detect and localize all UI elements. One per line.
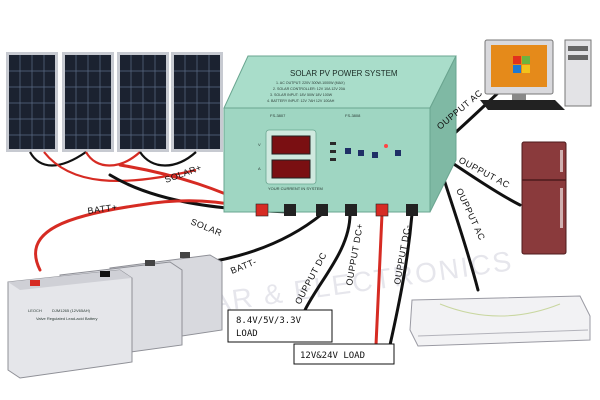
- wire-output-dc-plus: [374, 212, 384, 347]
- desktop-computer: [480, 39, 592, 110]
- battery-1: LEOCH DJM1265 (12V65AH) Valve Regulated …: [7, 269, 133, 379]
- model-right: FS-3808: [345, 113, 361, 118]
- solar-panel-3: [117, 52, 169, 152]
- unit-title: SOLAR PV POWER SYSTEM: [290, 69, 398, 78]
- label-batt-minus: BATT-: [229, 256, 258, 276]
- load-box-low-voltage-line2: LOAD: [236, 329, 258, 339]
- spec-line-2: 2. SOLAR CONTROLLER: 12V 10A 12V 20A: [273, 87, 346, 91]
- wire-batt-minus: [208, 212, 324, 264]
- spec-line-3: 3. SOLAR INPUT: 18V 50W 18V 100W: [270, 93, 333, 97]
- refrigerator: [521, 141, 567, 255]
- solar-panels: [6, 52, 223, 152]
- label-solar: SOLAR: [189, 217, 223, 239]
- spec-line-1: 1. AC OUTPUT: 220V 300W-1000W (MAX): [276, 81, 345, 85]
- controller-unit: SOLAR PV POWER SYSTEM 1. AC OUTPUT: 220V…: [223, 55, 457, 217]
- solar-panel-1: [6, 52, 58, 152]
- voltage-display: [271, 135, 311, 155]
- spec-line-4: 4. BATTERY INPUT: 12V 7AH 12V 100AH: [267, 99, 335, 103]
- load-box-low-voltage-line1: 8.4V/5V/3.3V: [236, 316, 302, 326]
- meter-a-label: A: [258, 166, 261, 171]
- current-display: [271, 159, 311, 179]
- indicator-panel: [330, 142, 401, 161]
- terminals: [255, 203, 418, 217]
- load-box-main-dc: 12V&24V LOAD: [293, 343, 395, 365]
- solar-panel-2: [62, 52, 114, 152]
- model-left: FS-3807: [270, 113, 286, 118]
- battery-bank: LEOCH DJM1265 (12V65AH) Valve Regulated …: [7, 252, 223, 379]
- meter-caption: YOUR CURRENT IN SYSTEM: [268, 186, 323, 191]
- air-conditioner: [409, 295, 591, 347]
- battery-subtitle: Valve Regulated Lead-acid Battery: [36, 316, 98, 321]
- meter-v-label: V: [258, 142, 261, 147]
- battery-model: DJM1265 (12V65AH): [52, 308, 91, 313]
- load-box-main-dc-label: 12V&24V LOAD: [300, 351, 365, 361]
- wire-output-dc-minus: [388, 212, 414, 347]
- label-output-ac-3: OUPPUT AC: [454, 187, 487, 242]
- solar-panel-4: [171, 52, 223, 152]
- battery-brand: LEOCH: [28, 308, 42, 313]
- load-box-low-voltage: 8.4V/5V/3.3V LOAD: [227, 309, 333, 343]
- label-batt-plus: BATT+: [87, 202, 118, 216]
- wire-output-dc: [303, 212, 352, 312]
